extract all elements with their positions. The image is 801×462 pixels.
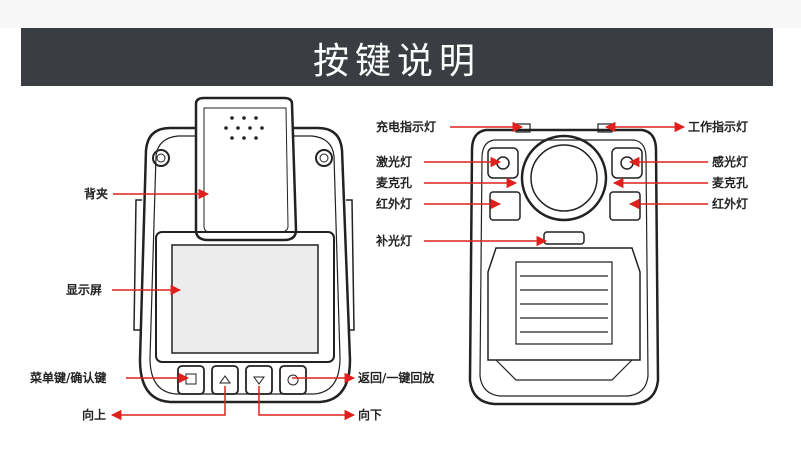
label-back-clip: 背夹: [84, 186, 108, 201]
title-banner: 按键说明: [21, 28, 773, 86]
label-mic-left: 麦克孔: [376, 175, 412, 190]
arrow-up: [110, 386, 226, 421]
label-laser-light: 激光灯: [376, 154, 412, 169]
label-light-sensor: 感光灯: [712, 154, 748, 169]
label-ir-left: 红外灯: [376, 196, 412, 211]
label-ir-right: 红外灯: [712, 196, 748, 211]
arrow-down: [258, 386, 356, 421]
label-charge-light: 充电指示灯: [376, 119, 436, 134]
page-title: 按键说明: [312, 41, 481, 82]
label-back-playback: 返回/一键回放: [358, 370, 435, 385]
top-strip: [0, 0, 801, 28]
label-display: 显示屏: [66, 283, 102, 297]
label-work-light: 工作指示灯: [688, 119, 748, 134]
label-fill-light: 补光灯: [375, 233, 412, 248]
label-menu-confirm: 菜单键/确认键: [29, 370, 106, 385]
label-down: 向下: [358, 407, 382, 422]
label-mic-right: 麦克孔: [712, 175, 748, 190]
device-back-view: [133, 96, 355, 404]
device-front-view: [468, 123, 660, 406]
label-up: 向上: [82, 407, 106, 422]
